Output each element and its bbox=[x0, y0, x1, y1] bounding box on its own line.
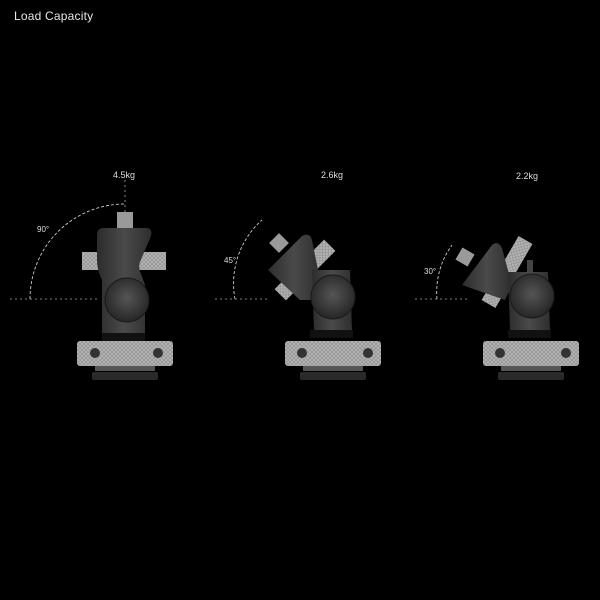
weight-label: 2.6kg bbox=[321, 170, 344, 180]
mount-30-deg bbox=[415, 235, 579, 380]
mount-45-deg bbox=[215, 219, 381, 380]
angle-label: 45° bbox=[224, 256, 237, 265]
angle-label: 30° bbox=[424, 267, 437, 276]
angle-label: 90° bbox=[37, 225, 50, 234]
weight-label: 4.5kg bbox=[113, 170, 136, 180]
mount-90-deg bbox=[10, 180, 173, 380]
section-title: Load Capacity bbox=[14, 9, 94, 23]
weight-label: 2.2kg bbox=[516, 171, 539, 181]
